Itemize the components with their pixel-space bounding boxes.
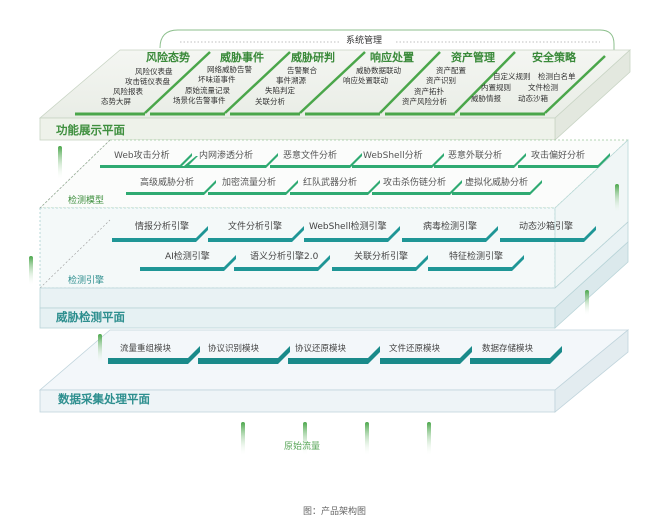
category-item: 事件溯源	[276, 76, 306, 85]
model-bar	[270, 153, 362, 168]
model-bar	[372, 180, 462, 195]
model-bar	[208, 180, 298, 195]
model-red-team-weapon: 红队武器分析	[303, 178, 358, 188]
module-bar	[108, 346, 200, 364]
engine-webshell: WebShell检测引擎	[309, 222, 387, 232]
engine-bar	[234, 255, 330, 271]
module-traffic-reassembly: 流量重组模块	[120, 344, 172, 354]
category-item: 威胁数据联动	[356, 66, 401, 75]
module-bar	[470, 346, 562, 364]
model-attack-preference: 攻击偏好分析	[531, 151, 586, 161]
pipe-icon	[98, 334, 102, 364]
model-kill-chain: 攻击杀伤链分析	[383, 178, 447, 188]
module-data-storage: 数据存储模块	[482, 344, 534, 354]
category-item: 文件检测	[528, 83, 558, 92]
category-title-asset-management: 资产管理	[451, 51, 495, 64]
threat-plane-label: 威胁检测平面	[56, 310, 125, 324]
pipe-icon	[427, 422, 431, 456]
category-item: 攻击链仪表盘	[125, 77, 170, 86]
engine-intelligence: 情报分析引擎	[135, 222, 190, 232]
engine-bar	[332, 255, 428, 271]
category-item: 风险报表	[113, 87, 143, 96]
engine-bar	[402, 226, 498, 242]
category-title-security-policy: 安全策略	[532, 51, 576, 64]
category-item: 失陷判定	[265, 86, 295, 95]
category-title-risk-posture: 风险态势	[146, 51, 190, 64]
engine-signature: 特征检测引擎	[449, 252, 504, 262]
category-item: 关联分析	[255, 97, 285, 106]
pipe-icon	[303, 422, 307, 456]
engine-bar	[208, 226, 304, 242]
model-malicious-outbound: 恶意外联分析	[448, 151, 503, 161]
category-title-threat-analysis: 威胁研判	[291, 51, 335, 64]
function-category-dividers	[144, 51, 606, 114]
model-webshell: WebShell分析	[363, 151, 423, 161]
category-item: 资产风险分析	[402, 97, 447, 106]
category-item: 动态沙箱	[518, 94, 548, 103]
pipe-icon	[585, 290, 589, 316]
engine-semantic: 语义分析引擎2.0	[250, 252, 319, 262]
category-item: 风险仪表盘	[135, 67, 173, 76]
model-bar	[100, 153, 192, 168]
module-protocol-identification: 协议识别模块	[208, 344, 260, 354]
model-bar	[352, 153, 444, 168]
category-item: 场景化告警事件	[173, 96, 226, 105]
category-item: 威胁情报	[471, 94, 501, 103]
category-item: 资产识别	[426, 76, 456, 85]
module-file-restoration: 文件还原模块	[389, 344, 441, 354]
model-encrypted-traffic: 加密流量分析	[222, 178, 277, 188]
category-item: 原始流量记录	[185, 86, 230, 95]
raw-traffic-label: 原始流量	[284, 442, 321, 452]
model-bar	[126, 180, 216, 195]
category-item: 响应处置联动	[343, 76, 388, 85]
figure-caption: 图：产品架构图	[303, 507, 367, 517]
category-item: 资产配置	[436, 66, 466, 75]
engine-correlation: 关联分析引擎	[354, 252, 409, 262]
engine-file-analysis: 文件分析引擎	[228, 222, 283, 232]
engine-virus: 病毒检测引擎	[423, 222, 478, 232]
model-bar	[290, 180, 380, 195]
engine-bar	[304, 226, 400, 242]
module-protocol-restoration: 协议还原模块	[295, 344, 347, 354]
category-item: 检测白名单	[538, 72, 576, 81]
system-management-title: 系统管理	[346, 36, 383, 46]
pipe-icon	[241, 422, 245, 456]
detection-model-label: 检测模型	[68, 196, 105, 206]
category-item: 资产拓扑	[414, 87, 444, 96]
category-item: 内置规则	[481, 83, 511, 92]
engine-bar	[500, 226, 596, 242]
model-web-attack: Web攻击分析	[114, 151, 170, 161]
engine-bar	[112, 226, 208, 242]
model-bar	[452, 180, 542, 195]
model-apt: 高级威胁分析	[140, 178, 195, 188]
model-bar	[518, 153, 610, 168]
module-bar	[380, 346, 472, 364]
engine-bar	[428, 255, 524, 271]
pipe-icon	[29, 256, 33, 286]
category-item: 网络威胁告警	[207, 65, 252, 74]
pipe-icon	[365, 422, 369, 456]
category-item: 告警聚合	[287, 66, 317, 75]
pipe-icon	[615, 184, 619, 214]
model-lateral-movement: 内网渗透分析	[199, 151, 254, 161]
data-plane-label: 数据采集处理平面	[58, 392, 150, 406]
engine-ai: AI检测引擎	[165, 252, 210, 262]
engine-bar	[140, 255, 236, 271]
model-virtualization-threat: 虚拟化威胁分析	[465, 178, 529, 188]
module-bar	[288, 346, 380, 364]
detection-engine-label: 检测引擎	[68, 276, 105, 286]
category-item: 态势大屏	[101, 97, 131, 106]
function-plane-label: 功能展示平面	[56, 123, 125, 137]
engine-sandbox: 动态沙箱引擎	[519, 222, 574, 232]
model-malicious-file: 恶意文件分析	[283, 151, 338, 161]
category-item: 坏味道事件	[198, 75, 236, 84]
category-title-threat-events: 威胁事件	[220, 51, 264, 64]
category-item: 自定义规则	[493, 72, 531, 81]
module-bar	[198, 346, 290, 364]
category-title-response: 响应处置	[370, 51, 414, 64]
model-bar	[186, 153, 278, 168]
model-bar	[434, 153, 526, 168]
pipe-icon	[58, 146, 62, 180]
